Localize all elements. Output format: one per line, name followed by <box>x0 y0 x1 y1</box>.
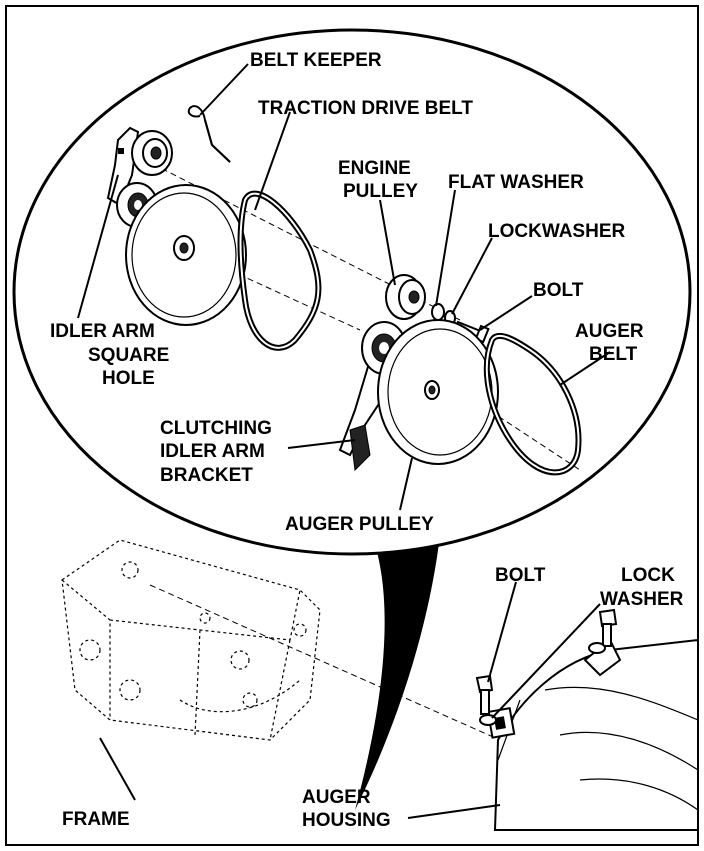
label-auger-belt-1: AUGER <box>575 321 644 342</box>
leader-bolt-top <box>479 295 533 331</box>
leader-lock-washer <box>491 603 601 719</box>
label-flat-washer: FLAT WASHER <box>448 172 584 193</box>
auger-pulley-part <box>377 319 499 465</box>
label-auger-belt-2: BELT <box>589 344 638 365</box>
figure-border <box>5 5 699 846</box>
label-traction-drive-belt: TRACTION DRIVE BELT <box>258 98 473 119</box>
label-clutching-1: CLUTCHING <box>160 418 272 439</box>
leader-clutching <box>287 439 356 449</box>
leader-belt-keeper <box>199 63 249 116</box>
detail-bubble <box>12 28 692 556</box>
engine-pulley-part <box>385 274 426 320</box>
label-idler-arm-3: HOLE <box>102 368 155 389</box>
leader-auger-housing <box>407 804 501 819</box>
label-engine-pulley-2: PULLEY <box>343 181 418 202</box>
label-lock-washer-1: LOCK <box>621 565 675 586</box>
label-auger-housing-1: AUGER <box>302 787 371 808</box>
label-bolt-bottom: BOLT <box>495 565 546 586</box>
label-auger-pulley: AUGER PULLEY <box>285 514 434 535</box>
auger-housing-part <box>486 638 699 831</box>
label-auger-housing-2: HOUSING <box>302 810 391 831</box>
label-lock-washer-2: WASHER <box>600 589 684 610</box>
leader-idler-arm <box>77 174 119 319</box>
label-lockwasher: LOCKWASHER <box>488 221 626 242</box>
frame-part <box>61 539 321 741</box>
label-idler-arm-2: SQUARE <box>88 345 169 366</box>
leader-traction-drive-belt <box>254 111 291 211</box>
label-belt-keeper: BELT KEEPER <box>250 50 382 71</box>
leader-bolt-bottom <box>487 581 517 683</box>
flat-washer-part <box>431 303 445 321</box>
leader-frame <box>99 737 136 801</box>
label-bolt-top: BOLT <box>533 280 584 301</box>
leader-flat-washer <box>435 189 456 307</box>
leader-auger-belt <box>559 351 611 386</box>
label-engine-pulley-1: ENGINE <box>338 158 411 179</box>
label-idler-arm-1: IDLER ARM <box>50 321 155 342</box>
leader-lockwasher <box>451 237 493 315</box>
callout-tail <box>355 535 440 810</box>
label-clutching-3: BRACKET <box>160 465 253 486</box>
belt-keeper-part <box>187 105 231 163</box>
label-frame: FRAME <box>62 809 130 830</box>
label-clutching-2: IDLER ARM <box>160 441 265 462</box>
bolt-right-part <box>588 608 618 654</box>
assembly-centerline <box>149 584 501 741</box>
traction-drive-pulley <box>125 184 247 326</box>
leader-engine-pulley <box>379 199 396 286</box>
leader-auger-pulley <box>399 457 413 511</box>
